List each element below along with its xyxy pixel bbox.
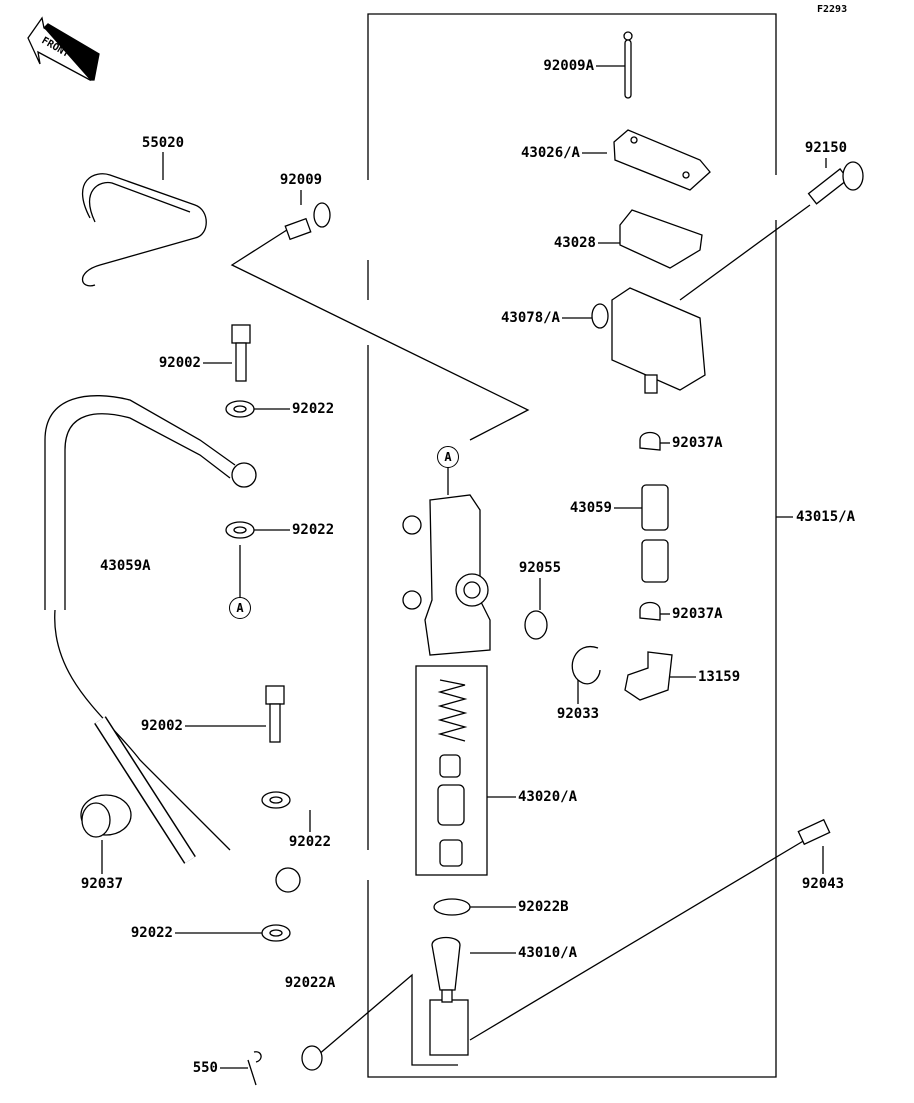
part-label-92055: 92055	[518, 560, 562, 576]
callout-a: A	[229, 597, 251, 619]
part-label-92033: 92033	[556, 706, 600, 722]
part-label-43059a: 43059A	[100, 558, 151, 574]
part-label-92037a: 92037A	[672, 606, 723, 622]
part-label-92022: 92022	[292, 401, 335, 417]
part-shapes	[44, 31, 864, 1086]
part-label-92022b: 92022B	[518, 899, 569, 915]
part-label-92022: 92022	[288, 834, 332, 850]
leader-lines	[66, 65, 827, 1069]
part-label-43078a: 43078/A	[500, 310, 560, 326]
part-label-92002: 92002	[140, 718, 183, 734]
diagram-id: F2293	[817, 4, 848, 15]
part-label-43010a: 43010/A	[518, 945, 578, 961]
part-label-92022a: 92022A	[284, 975, 336, 991]
assembly-frame	[367, 13, 777, 180]
kit-bracket	[415, 665, 488, 876]
part-label-92150: 92150	[804, 140, 848, 156]
part-label-92022: 92022	[292, 522, 335, 538]
part-label-92037a: 92037A	[672, 435, 723, 451]
part-label-92043: 92043	[801, 876, 845, 892]
callout-a: A	[437, 446, 459, 468]
part-label-43059: 43059	[569, 500, 612, 516]
part-label-92022: 92022	[130, 925, 173, 941]
part-label-43028: 43028	[553, 235, 596, 251]
part-label-43026a: 43026/A	[520, 145, 580, 161]
front-arrow-icon	[27, 16, 100, 81]
part-label-92002: 92002	[158, 355, 201, 371]
part-label-13159: 13159	[698, 669, 741, 685]
part-label-43020a: 43020/A	[518, 789, 578, 805]
part-label-550: 550	[192, 1060, 218, 1076]
part-label-92009: 92009	[279, 172, 323, 188]
part-label-55020: 55020	[141, 135, 185, 151]
part-label-92037: 92037	[80, 876, 124, 892]
part-label-92009a: 92009A	[543, 58, 594, 74]
part-label-43015a: 43015/A	[796, 509, 856, 525]
